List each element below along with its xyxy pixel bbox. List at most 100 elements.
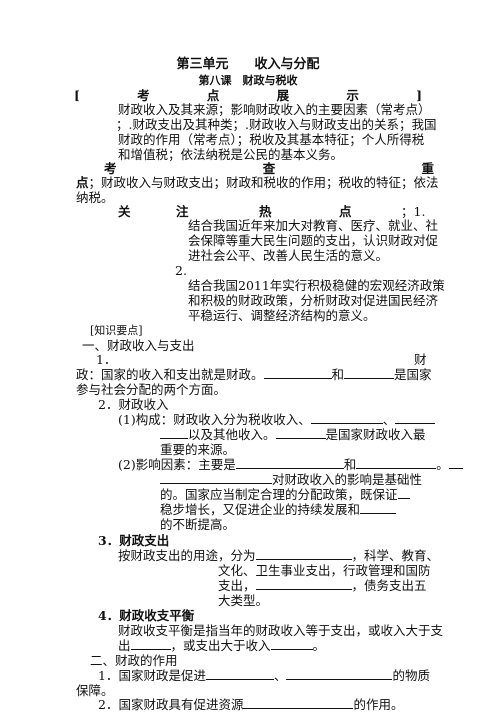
s1-p2-b-line4: 稳步增长，又促进企业的持续发展和 xyxy=(160,502,397,517)
blank xyxy=(243,697,354,709)
s1-p1-line2: 参与社会分配的两个方面。 xyxy=(76,382,227,397)
s2-p1-line1: 1．国家财政是促进 、 的物质 xyxy=(98,668,430,683)
key-label-char: 考 xyxy=(104,161,117,176)
text: 和 xyxy=(331,367,345,382)
s1-p2-b-line1: (2)影响因素：主要是和。 xyxy=(118,457,463,472)
blank xyxy=(395,412,436,424)
key-points-tail: 点 xyxy=(76,175,89,190)
s1-p1-num: 1． xyxy=(96,352,117,367)
text: 是国家财政收入最 xyxy=(325,427,426,442)
lesson-title: 第八课 财政与税收 xyxy=(198,74,298,87)
s1-p3-line4: 大类型。 xyxy=(218,593,269,608)
s1-p3-heading: 3．财政支出 xyxy=(98,533,170,548)
blank xyxy=(255,578,352,590)
outline-label-char: 示 xyxy=(346,88,359,103)
s1-p2-b-line2: 对财政收入的影响是基础性 xyxy=(160,472,422,487)
blank xyxy=(235,457,344,469)
s1-p3-line1: 按财政支出的用途，分为 ，科学、教育、 xyxy=(118,548,439,563)
blank xyxy=(310,412,383,424)
blank xyxy=(356,457,437,469)
text: 支出， xyxy=(218,578,256,593)
outline-label-char: 考 xyxy=(137,88,150,103)
outline-label-char: 展 xyxy=(276,88,290,103)
key-label-char: 重 xyxy=(421,161,434,176)
text: (1)构成：财政收入分为税收收入、 xyxy=(118,412,311,427)
blank xyxy=(448,457,463,469)
text: 出 xyxy=(118,638,131,653)
hot-item-number: 2. xyxy=(175,263,187,278)
s1-p1-word: 财 xyxy=(414,352,427,367)
s2-p2-line: 2．国家财政具有促进资源的作用。 xyxy=(98,697,403,712)
hot-label-char: 注 xyxy=(176,204,189,219)
text: 政 xyxy=(76,367,89,382)
s1-p4-line1: 财政收支平衡是指当年的财政收入等于支出，或收入大于支 xyxy=(118,623,444,638)
text: ：国家的收入和支出就是财政。 xyxy=(88,367,264,382)
s1-p4-heading: 4．财政收支平衡 xyxy=(98,608,195,623)
blank xyxy=(160,427,188,439)
text: 、 xyxy=(273,668,287,683)
text: 按财政支出的用途，分为 xyxy=(118,548,256,563)
blank xyxy=(275,427,326,439)
s1-p2-a-line2: 以及其他收入。 是国家财政收入最 xyxy=(160,427,426,442)
blank xyxy=(286,668,393,680)
knowledge-label: [知识要点] xyxy=(90,324,143,337)
s1-p2-a-line1: (1)构成：财政收入分为税收收入、、 xyxy=(118,412,436,427)
hot-item1-line: 进社会公平、改善人民生活的意义。 xyxy=(188,248,389,263)
hot-label-char: 热 xyxy=(259,204,272,219)
text: 的作用。 xyxy=(353,697,404,712)
hot-item2-line: 平稳运行、调整经济结构的意义。 xyxy=(188,308,376,323)
key-points-line: 点；财政收入与财政支出；财政和税收的作用；税收的特征；依法 xyxy=(76,175,439,190)
blank xyxy=(205,668,274,680)
s1-p2-a-line3: 重要的来源。 xyxy=(160,442,236,457)
section1-heading: 一、财政收入与支出 xyxy=(82,338,195,353)
text: ，科学、教育、 xyxy=(351,548,440,563)
blank xyxy=(270,638,313,650)
text: 稳步增长，又促进企业的持续发展和 xyxy=(160,502,361,517)
key-points-text: ；财政收入与财政支出；财政和税收的作用；税收的特征；依法 xyxy=(88,175,439,190)
outline-line: 财政的作用（常考点）；税收及其基本特征；个人所得税 xyxy=(118,132,425,147)
s1-p2-b-line5: 的不断提高。 xyxy=(160,517,236,532)
text: 的物质 xyxy=(392,668,430,683)
hot-item2-line: 结合我国2011年实行积极稳健的宏观经济政策 xyxy=(188,278,445,293)
text: 的。国家应当制定合理的分配政策，既保证 xyxy=(160,487,398,502)
s1-p3-line3: 支出， ，债务支出五 xyxy=(218,578,427,593)
text: ，债务支出五 xyxy=(351,578,427,593)
s1-p2-b-line3: 的。国家应当制定合理的分配政策，既保证 xyxy=(160,487,410,502)
hot-item-number: ；1. xyxy=(401,204,426,219)
blank xyxy=(130,638,171,650)
text: (2)影响因素：主要是 xyxy=(118,457,236,472)
text: 1．国家财政是促进 xyxy=(98,668,206,683)
blank xyxy=(255,548,352,560)
section2-heading: 二、财政的作用 xyxy=(90,653,178,668)
blank xyxy=(397,487,410,499)
s1-p1-line1: 政：国家的收入和支出就是财政。 和 是国家 xyxy=(76,367,432,382)
s1-p4-line2: 出 ，或支出大于收入 。 xyxy=(118,638,325,653)
key-points-line2: 纳税。 xyxy=(76,190,114,205)
blank xyxy=(160,472,272,484)
unit-title: 第三单元 收入与分配 xyxy=(176,57,320,72)
hot-label-char: 点 xyxy=(339,204,352,219)
hot-item2-line: 和积极的财政政策，分析财政对促进国民经济 xyxy=(188,293,439,308)
s1-p2-heading: 2．财政收入 xyxy=(98,397,169,412)
blank xyxy=(344,367,395,379)
text: 。 xyxy=(312,638,326,653)
outline-line: ；.财政支出及其种类；.财政收入与财政支出的关系；我国 xyxy=(116,117,437,132)
outline-bracket-right: ] xyxy=(416,88,422,103)
text: 以及其他收入。 xyxy=(188,427,276,442)
hot-label-char: 关 xyxy=(118,204,131,219)
outline-bracket-left: [ xyxy=(74,88,80,103)
blank xyxy=(263,367,332,379)
outline-label-char: 点 xyxy=(206,88,220,103)
hot-item1-line: 会保障等重大民生问题的支出，认识财政对促 xyxy=(188,233,439,248)
key-label-char: 查 xyxy=(262,161,276,176)
text: 是国家 xyxy=(394,367,432,382)
hot-item1-line: 结合我国近年来加大对教育、医疗、就业、社 xyxy=(188,218,439,233)
outline-line: 和增值税；依法纳税是公民的基本义务。 xyxy=(118,147,344,162)
text: 对财政收入的影响是基础性 xyxy=(272,472,423,487)
outline-label-row: [ 考 点 展 示 ] xyxy=(74,88,422,103)
key-points-label-row: 考 查 重 xyxy=(104,161,434,176)
text: ，或支出大于收入 xyxy=(170,638,271,653)
outline-line: 财政收入及其来源；影响财政收入的主要因素（常考点） xyxy=(118,102,431,117)
text: 。 xyxy=(436,457,449,472)
s1-p3-line2: 文化、卫生事业支出，行政管理和国防 xyxy=(218,563,431,578)
